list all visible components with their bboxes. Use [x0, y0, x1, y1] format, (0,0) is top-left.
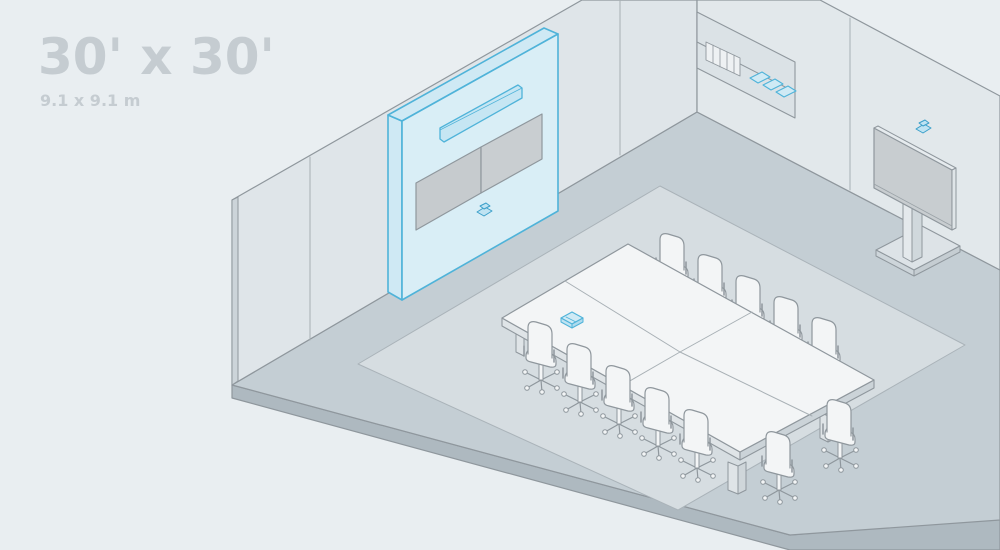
display-stand — [873, 119, 961, 277]
room-dimensions-imperial: 30' x 30' — [38, 28, 275, 86]
wall-shelf — [696, 11, 797, 119]
left-wall-edge — [231, 196, 239, 386]
shelf-devices — [749, 71, 797, 98]
video-wall-panel — [387, 27, 559, 301]
room-dimensions-metric: 9.1 x 9.1 m — [40, 91, 141, 110]
speakerphone-icon — [560, 311, 584, 329]
display-right — [480, 113, 543, 194]
camera-icon — [476, 202, 493, 217]
camera-icon — [915, 119, 932, 134]
soundbar — [439, 84, 523, 143]
